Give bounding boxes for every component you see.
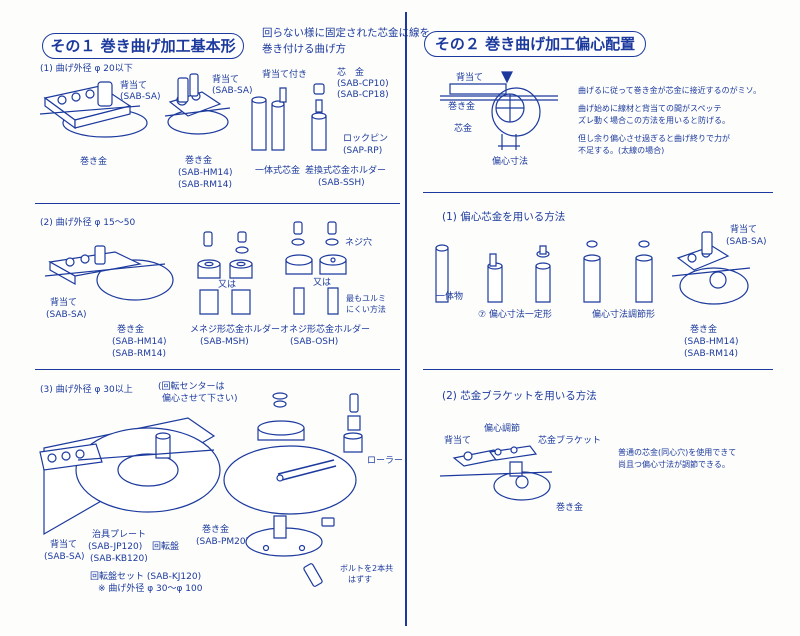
s2-makigane-code2: (SAB-RM14) [112,349,166,359]
s1-makigane-b-code1: (SAB-HM14) [178,168,233,178]
s2-mesu-label: メネジ形芯金ホルダー [190,325,281,335]
right-divider-1 [423,192,773,194]
s1-ategane-b-label: 背当て [212,75,240,85]
center-divider [405,12,407,626]
s1-makigane-b-label: 巻き金 [185,156,213,166]
r-top-note-2: 曲げ始めに線材と背当ての間がスペッテ [578,104,722,113]
r-s1-cores-figure [428,236,668,312]
s1-ategane-figure-a [40,78,150,156]
r-top-note-3: ズレ動く場合この方法を用いると防げる。 [578,116,730,125]
s1-ategane-figure-b [160,72,235,152]
r-s1-adjust-label: 偏心寸法調節形 [592,310,656,320]
r-s1-makigane-code2: (SAB-RM14) [684,349,738,359]
s1-title: (1) 曲げ外径 φ 20以下 [40,64,133,74]
r-top-makigane-label: 巻き金 [448,102,476,112]
s1-shingane-figure [246,82,336,154]
s3-jigu-code: (SAB-JP120) [88,542,143,552]
s3-ategane-label: 背当て [50,540,78,550]
r-s2-henshin-label: 偏心調節 [484,424,521,434]
r-s2-note-2: 尚且つ偏心寸法が調節できる。 [618,460,730,469]
s3-set-label: 回転盤セット (SAB-KJ120) [90,572,202,582]
right-section-header: その２ 巻き曲げ加工偏心配置 [424,31,646,57]
r-top-note-4: 但し余り偏心させ過ぎると曲げ終りで力が [578,134,730,143]
s3-roller-label: ローラー [367,456,404,466]
s1-sashikae-label: 差換式芯金ホルダー [305,166,387,176]
s1-ategane-tsuki-label: 背当て付き [262,70,308,80]
r-s2-title: (2) 芯金ブラケットを用いる方法 [442,390,597,402]
r-s1-ittai-label: 一体物 [436,292,464,302]
s2-makigane-code1: (SAB-HM14) [112,337,167,347]
s2-ategane-label: 背当て [50,298,78,308]
s3-note-2: 偏心させて下さい) [162,394,238,404]
s1-ittai-label: 一体式芯金 [255,166,301,176]
r-top-henshin-label: 偏心寸法 [492,157,529,167]
r-s1-fixed-label: ⑦ 偏心寸法一定形 [478,310,552,320]
left-header-note-1: 回らない様に固定された芯金に線を [262,27,430,39]
s1-shingane-label: 芯 金 [337,68,365,78]
s1-shingane-code1: (SAB-CP10) [337,79,389,89]
s1-lockpin-label: ロックピン [343,134,389,144]
s3-jigu-label: 治具プレート [92,530,147,540]
s3-turntable-figure [38,408,218,538]
r-s1-title: (1) 偏心芯金を用いる方法 [442,211,566,223]
r-top-ategane-label: 背当て [456,73,484,83]
left-divider-1 [35,203,400,205]
s3-title: (3) 曲げ外径 φ 30以上 [40,385,133,395]
s2-ategane-code: (SAB-SA) [46,310,87,320]
s2-osu-code: (SAB-OSH) [290,337,339,347]
r-top-figure [440,70,560,160]
s3-bolt-1: ボルトを2本共 [340,564,394,573]
r-s2-bracket-figure [440,440,560,504]
s2-yurumi-2: にくい方法 [346,305,386,314]
s2-makigane-label: 巻き金 [117,325,145,335]
s1-ategane-a-label: 背当て [120,81,148,91]
s1-sashikae-code: (SAB-SSH) [318,178,365,188]
s2-osu-figure [280,220,360,320]
left-divider-2 [35,369,400,371]
s3-kaiten-code: (SAB-KB120) [90,554,148,564]
s2-figure [45,240,175,310]
r-top-note-5: 不足する。(太線の場合) [578,146,665,155]
r-s1-makigane-code1: (SAB-HM14) [684,337,739,347]
s2-title: (2) 曲げ外径 φ 15〜50 [40,218,136,228]
s3-makigane-code: (SAB-PM20) [196,537,250,547]
r-top-note-1: 曲げるに従って巻き金が芯金に接近するのがミソ。 [578,86,762,95]
r-top-shingane-label: 芯金 [454,124,473,134]
s2-mesu-code: (SAB-MSH) [200,337,249,347]
s1-shingane-code2: (SAB-CP18) [337,90,389,100]
s3-makigane-label: 巻き金 [202,525,230,535]
s1-ategane-a-code: (SAB-SA) [120,92,161,102]
r-s1-makigane-label: 巻き金 [690,325,718,335]
s3-note-1: (回転センターは [158,382,225,392]
s1-lockpin-code: (SAP-RP) [343,146,383,156]
s1-makigane-b-code2: (SAB-RM14) [178,180,232,190]
right-divider-2 [423,369,773,371]
s2-osu-label: オネジ形芯金ホルダー [280,325,371,335]
left-section-header: その１ 巻き曲げ加工基本形 [42,33,244,59]
r-s2-ategane-label: 背当て [444,436,472,446]
s3-ategane-code: (SAB-SA) [44,552,85,562]
s2-yurumi-1: 最もユルミ [346,294,386,303]
s2-mesu-figure [190,228,270,318]
r-s1-ategane-label: 背当て [730,225,758,235]
r-s1-ategane-code: (SAB-SA) [726,237,767,247]
s1-makigane-label: 巻き金 [80,157,108,167]
s3-kaiten-label: 回転盤 [152,542,180,552]
r-s2-note-1: 普通の芯金(同心穴)を使用できて [618,448,737,457]
left-header-note-2: 巻き付ける曲げ方 [262,43,346,55]
s2-mata-label: 又は [218,280,237,290]
s3-exploded-figure [222,388,372,598]
r-s2-makigane-label: 巻き金 [556,503,584,513]
s1-ategane-b-code: (SAB-SA) [212,86,253,96]
s2-neji-label: ネジ穴 [345,238,373,248]
r-s2-bracket-label: 芯金ブラケット [538,436,602,446]
s2-mata2-label: 又は [313,278,332,288]
r-s1-ategane-figure [672,228,752,312]
s3-bolt-2: はずす [348,575,372,584]
s3-set-note: ※ 曲げ外径 φ 30〜φ 100 [98,584,203,594]
